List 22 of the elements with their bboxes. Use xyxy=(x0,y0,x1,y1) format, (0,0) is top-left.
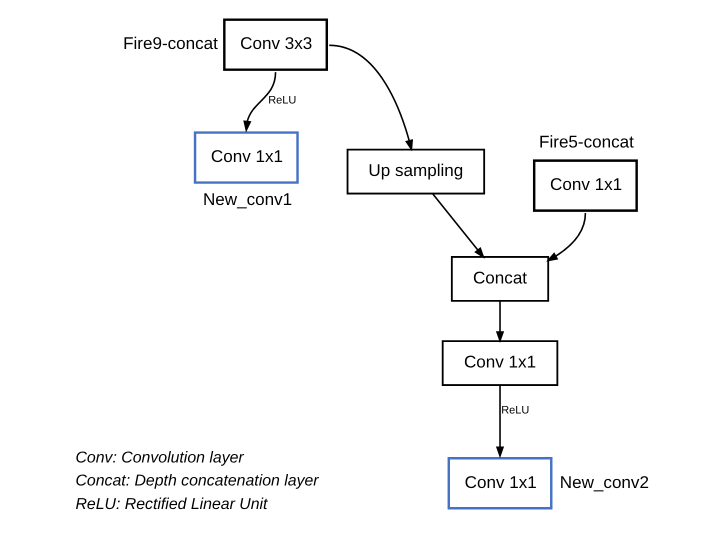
node-box: Up sampling xyxy=(346,148,486,194)
node-box: Conv 1x1 xyxy=(194,131,299,184)
arrow xyxy=(496,301,504,344)
node-label: New_conv1 xyxy=(202,190,292,209)
arrow xyxy=(432,194,485,259)
node-box: Concat xyxy=(450,256,550,302)
node-label: New_conv2 xyxy=(560,472,649,492)
arrow xyxy=(329,44,414,152)
node-label: Fire5-concat xyxy=(539,132,634,152)
label: ReLU: Rectified Linear Unit xyxy=(76,496,268,513)
node-box: Conv 1x1 xyxy=(532,159,638,212)
arrow xyxy=(496,385,504,458)
edge-label: ReLU xyxy=(268,94,296,107)
node-box: Conv 1x1 xyxy=(442,340,558,386)
edge-label: ReLU xyxy=(501,404,530,416)
node-box: Conv 1x1 xyxy=(448,457,552,510)
node-box: Conv 3x3 xyxy=(223,18,328,71)
node-label: Fire9-concat xyxy=(123,34,218,54)
label: Conv: Convolution layer xyxy=(76,449,244,466)
arrow xyxy=(243,72,276,132)
arrow xyxy=(546,213,586,262)
label: Concat: Depth concatenation layer xyxy=(76,472,319,490)
